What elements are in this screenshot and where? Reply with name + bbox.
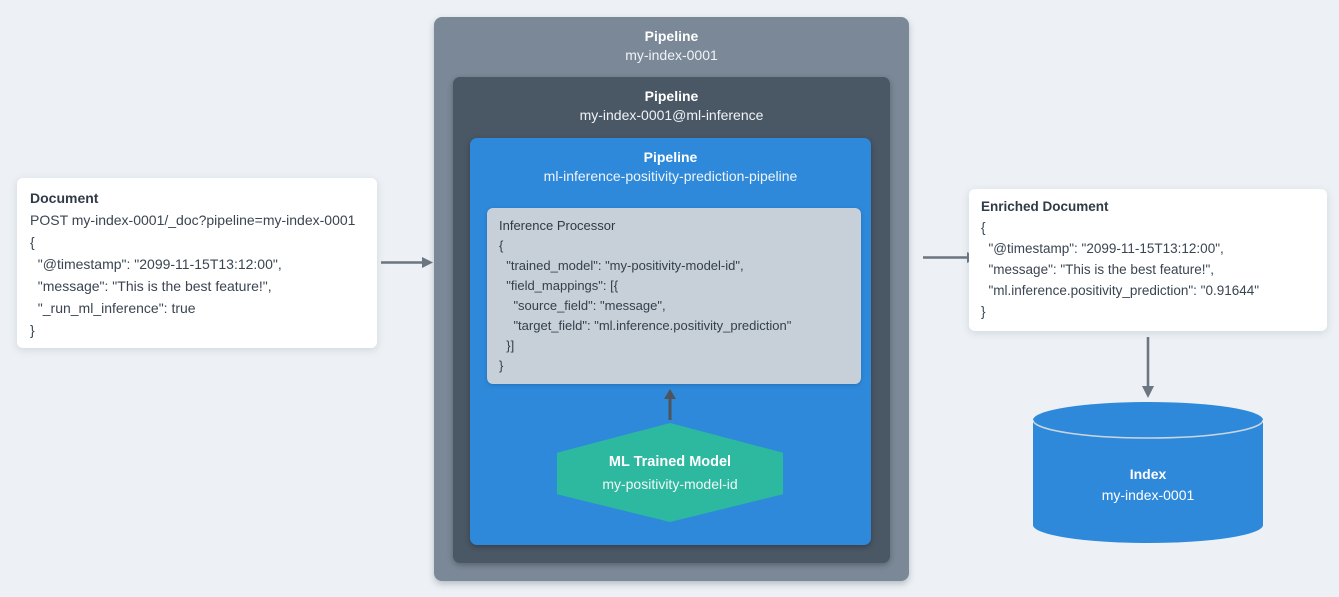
database-cylinder-icon — [1032, 402, 1264, 543]
pipeline-label: Pipeline — [644, 88, 699, 104]
code-line: "field_mappings": [{ — [499, 278, 619, 293]
code-line: "target_field": "ml.inference.positivity… — [499, 318, 792, 333]
pipeline-name: my-index-0001@ml-inference — [579, 107, 764, 123]
index-title: Index — [1129, 466, 1167, 482]
pipeline-prediction-box: Pipeline ml-inference-positivity-predict… — [470, 138, 871, 545]
code-line: } — [981, 304, 986, 319]
enriched-document-title: Enriched Document — [981, 199, 1109, 214]
pipeline-name: ml-inference-positivity-prediction-pipel… — [543, 168, 798, 184]
code-line: POST my-index-0001/_doc?pipeline=my-inde… — [30, 212, 356, 228]
code-line: "message": "This is the best feature!", — [981, 262, 1215, 277]
code-line: }] — [499, 338, 515, 353]
code-line: } — [30, 322, 35, 338]
document-card-title: Document — [30, 190, 99, 206]
arrow-down-icon — [1141, 337, 1155, 398]
document-card: Document POST my-index-0001/_doc?pipelin… — [17, 178, 377, 348]
inference-processor-box: Inference Processor { "trained_model": "… — [487, 208, 861, 384]
code-line: { — [981, 220, 986, 235]
ml-trained-model-hexagon: ML Trained Model my-positivity-model-id — [557, 423, 783, 522]
arrow-right-icon — [381, 256, 433, 269]
code-line: { — [499, 238, 504, 253]
index-cylinder: Index my-index-0001 — [1032, 402, 1264, 543]
code-line: "message": "This is the best feature!", — [30, 278, 272, 294]
pipeline-name: my-index-0001 — [625, 47, 718, 63]
code-line: "@timestamp": "2099-11-15T13:12:00", — [30, 256, 282, 272]
pipeline-prediction-header: Pipeline ml-inference-positivity-predict… — [470, 138, 871, 186]
code-line: "_run_ml_inference": true — [30, 300, 196, 316]
pipeline-outer-header: Pipeline my-index-0001 — [434, 17, 909, 65]
pipeline-outer-box: Pipeline my-index-0001 Pipeline my-index… — [434, 17, 909, 581]
code-line: { — [30, 234, 35, 250]
arrow-up-icon — [663, 389, 677, 420]
code-line: "source_field": "message", — [499, 298, 666, 313]
ml-trained-model-title: ML Trained Model — [608, 453, 732, 470]
code-line: } — [499, 358, 504, 373]
code-line: "trained_model": "my-positivity-model-id… — [499, 258, 744, 273]
code-line: "ml.inference.positivity_prediction": "0… — [981, 283, 1260, 298]
pipeline-label: Pipeline — [643, 149, 698, 165]
inference-processor-title: Inference Processor — [499, 218, 616, 233]
pipeline-ml-inference-box: Pipeline my-index-0001@ml-inference Pipe… — [453, 77, 890, 563]
pipeline-label: Pipeline — [644, 28, 699, 44]
enriched-document-card: Enriched Document { "@timestamp": "2099-… — [969, 189, 1327, 331]
index-name: my-index-0001 — [1101, 487, 1195, 503]
index-cylinder-text: Index my-index-0001 — [1033, 464, 1263, 506]
code-line: "@timestamp": "2099-11-15T13:12:00", — [981, 241, 1224, 256]
ml-trained-model-name: my-positivity-model-id — [602, 475, 738, 492]
pipeline-ml-inference-header: Pipeline my-index-0001@ml-inference — [453, 77, 890, 125]
